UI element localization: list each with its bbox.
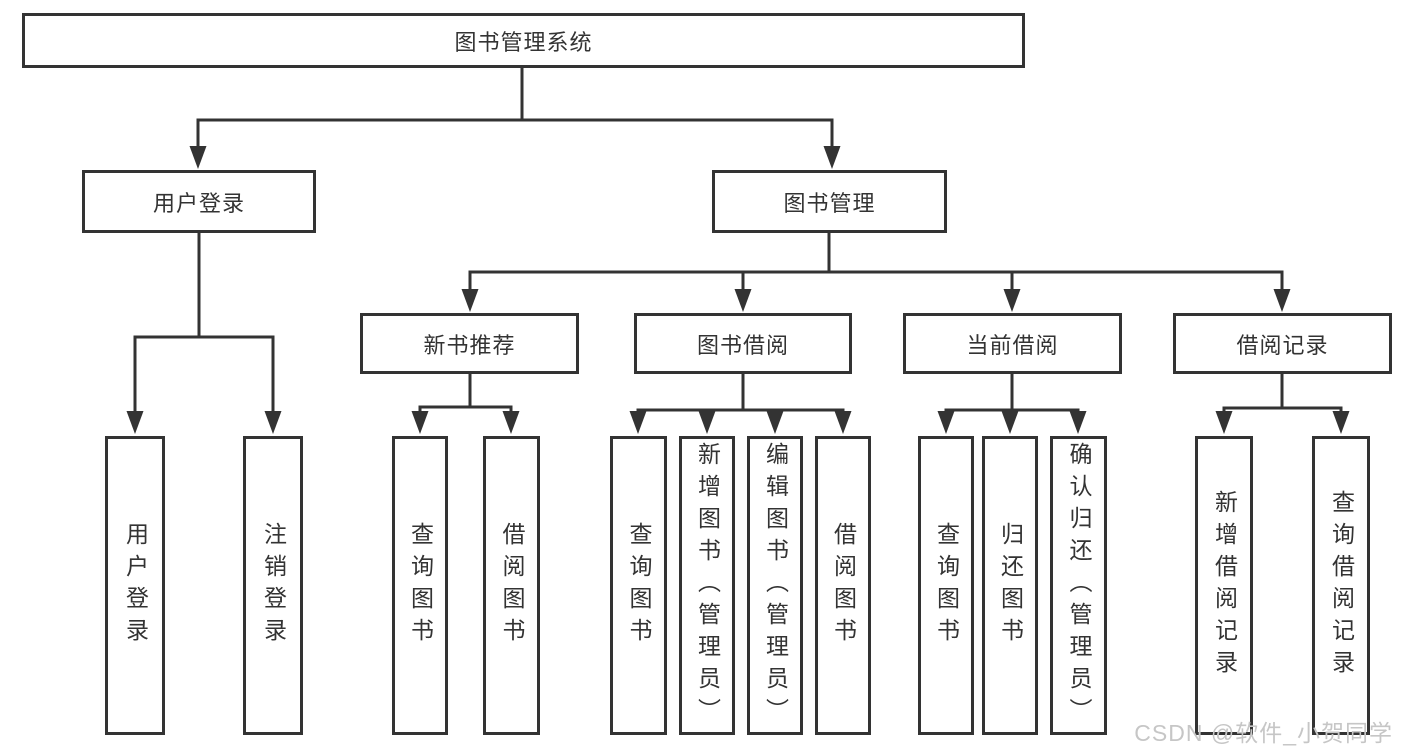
arrow-icon	[1273, 289, 1291, 312]
leaf-newbook-query-books: 查询图书	[392, 436, 448, 735]
connector-borrow-to-leaves	[636, 374, 845, 414]
node-current-borrow-label: 当前借阅	[966, 332, 1059, 358]
leaf-borrow-edit-books-admin-label: 编辑图书（管理员）	[762, 441, 789, 730]
leaf-borrow-query-books-label: 查询图书	[626, 521, 652, 650]
node-new-book-recommend-label: 新书推荐	[423, 332, 516, 358]
arrow-icon	[502, 411, 520, 434]
leaf-newbook-borrow-books: 借阅图书	[483, 436, 540, 735]
arrow-icon	[126, 411, 144, 434]
leaf-newbook-query-books-label: 查询图书	[407, 521, 434, 650]
node-book-borrow-label: 图书借阅	[696, 332, 789, 358]
arrow-icon	[766, 411, 784, 434]
leaf-current-query-books-label: 查询图书	[933, 521, 960, 650]
leaf-borrow-edit-books-admin: 编辑图书（管理员）	[747, 436, 803, 735]
arrow-icon	[698, 411, 716, 434]
node-current-borrow: 当前借阅	[903, 313, 1122, 374]
connector-root-to-level2	[196, 68, 834, 148]
leaf-records-add-record: 新增借阅记录	[1195, 436, 1253, 735]
leaf-user-login: 用户登录	[105, 436, 165, 735]
leaf-borrow-borrow-books-label: 借阅图书	[830, 521, 857, 650]
node-new-book-recommend: 新书推荐	[360, 313, 579, 374]
node-book-management: 图书管理	[712, 170, 947, 233]
node-borrow-records-label: 借阅记录	[1236, 332, 1329, 358]
leaf-current-return-books-label: 归还图书	[997, 521, 1024, 650]
leaf-borrow-borrow-books: 借阅图书	[815, 436, 871, 735]
leaf-current-confirm-return-admin: 确认归还（管理员）	[1050, 436, 1107, 735]
leaf-current-confirm-return-admin-label: 确认归还（管理员）	[1066, 441, 1092, 730]
node-borrow-records: 借阅记录	[1173, 313, 1392, 374]
arrowheads	[126, 146, 1350, 434]
arrow-icon	[411, 411, 429, 434]
connector-current-to-leaves	[944, 374, 1080, 414]
watermark: CSDN @软件_小贺同学	[1134, 720, 1393, 746]
connector-mgmt-to-level3	[468, 233, 1284, 291]
arrow-icon	[1332, 411, 1350, 434]
leaf-borrow-add-books-admin-label: 新增图书（管理员）	[694, 441, 721, 730]
connector-newbook-to-leaves	[418, 374, 513, 413]
arrow-icon	[189, 146, 207, 169]
arrow-icon	[1001, 411, 1019, 434]
leaf-current-return-books: 归还图书	[982, 436, 1038, 735]
node-user-login-label: 用户登录	[152, 190, 245, 216]
leaf-records-query-record-label: 查询借阅记录	[1328, 489, 1355, 682]
node-root: 图书管理系统	[22, 13, 1025, 68]
leaf-current-query-books: 查询图书	[918, 436, 974, 735]
arrow-icon	[734, 289, 752, 312]
leaf-borrow-query-books: 查询图书	[610, 436, 667, 735]
node-book-management-label: 图书管理	[783, 190, 876, 216]
arrow-icon	[1003, 289, 1021, 312]
leaf-newbook-borrow-books-label: 借阅图书	[499, 521, 525, 650]
arrow-icon	[461, 289, 479, 312]
arrow-icon	[823, 146, 841, 169]
node-root-label: 图书管理系统	[454, 29, 593, 55]
leaf-user-login-label: 用户登录	[122, 521, 149, 650]
arrow-icon	[629, 411, 647, 434]
connector-records-to-leaves	[1222, 374, 1343, 413]
node-book-borrow: 图书借阅	[634, 313, 852, 374]
leaf-borrow-add-books-admin: 新增图书（管理员）	[679, 436, 735, 735]
arrow-icon	[834, 411, 852, 434]
arrow-icon	[1069, 411, 1087, 434]
leaf-logout-label: 注销登录	[260, 521, 287, 650]
arrow-icon	[1215, 411, 1233, 434]
leaf-records-query-record: 查询借阅记录	[1312, 436, 1370, 735]
arrow-icon	[264, 411, 282, 434]
leaf-records-add-record-label: 新增借阅记录	[1211, 489, 1238, 682]
node-user-login: 用户登录	[82, 170, 316, 233]
connector-login-to-leaves	[133, 233, 275, 412]
leaf-logout: 注销登录	[243, 436, 303, 735]
arrow-icon	[937, 411, 955, 434]
